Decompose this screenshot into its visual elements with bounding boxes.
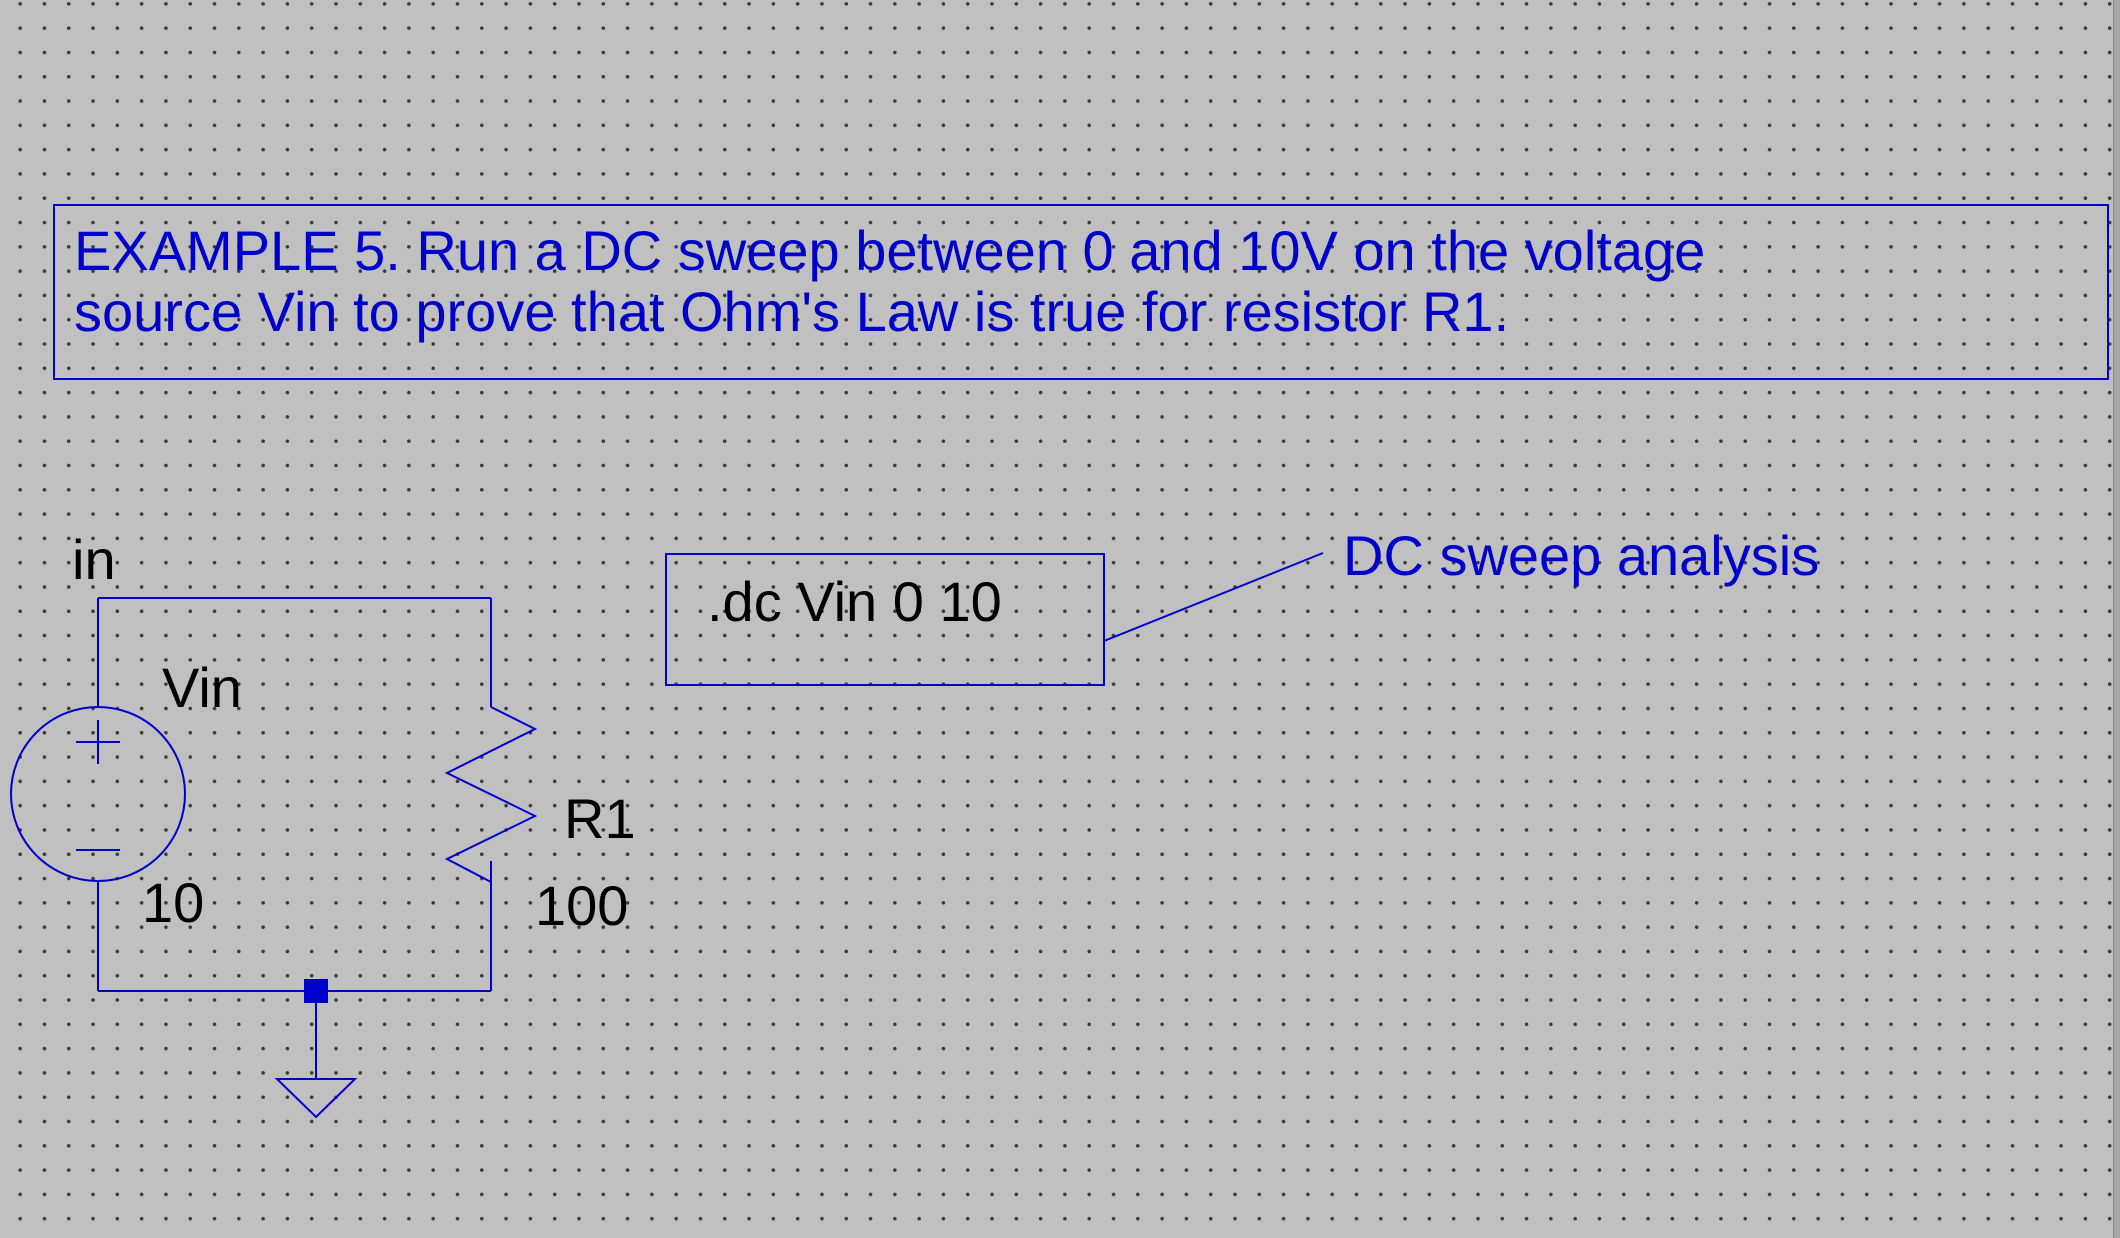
callout-leader-line <box>1103 552 1324 642</box>
voltage-source-value[interactable]: 10 <box>142 871 204 934</box>
comment-box[interactable] <box>53 204 2109 380</box>
resistor-r1[interactable] <box>444 706 538 883</box>
net-label-in[interactable]: in <box>72 528 116 591</box>
spice-directive-text[interactable]: .dc Vin 0 10 <box>707 570 1002 633</box>
ground-icon[interactable] <box>274 1078 358 1119</box>
plus-icon <box>76 720 120 764</box>
callout-dc-sweep-analysis[interactable]: DC sweep analysis <box>1343 524 1819 587</box>
spice-directive-box[interactable] <box>665 553 1105 686</box>
comment-line-2: source Vin to prove that Ohm's Law is tr… <box>74 280 1509 343</box>
circuit-wires[interactable] <box>97 597 492 1079</box>
voltage-source-name[interactable]: Vin <box>162 656 242 719</box>
voltage-source-circle[interactable] <box>10 706 186 882</box>
comment-line-1: EXAMPLE 5. Run a DC sweep between 0 and … <box>74 219 1705 282</box>
resistor-name[interactable]: R1 <box>564 787 636 850</box>
window-edge-strip <box>2113 0 2120 1238</box>
voltage-source-vin[interactable] <box>10 706 186 882</box>
junction-node-icon <box>304 979 328 1003</box>
resistor-value[interactable]: 100 <box>535 874 628 937</box>
